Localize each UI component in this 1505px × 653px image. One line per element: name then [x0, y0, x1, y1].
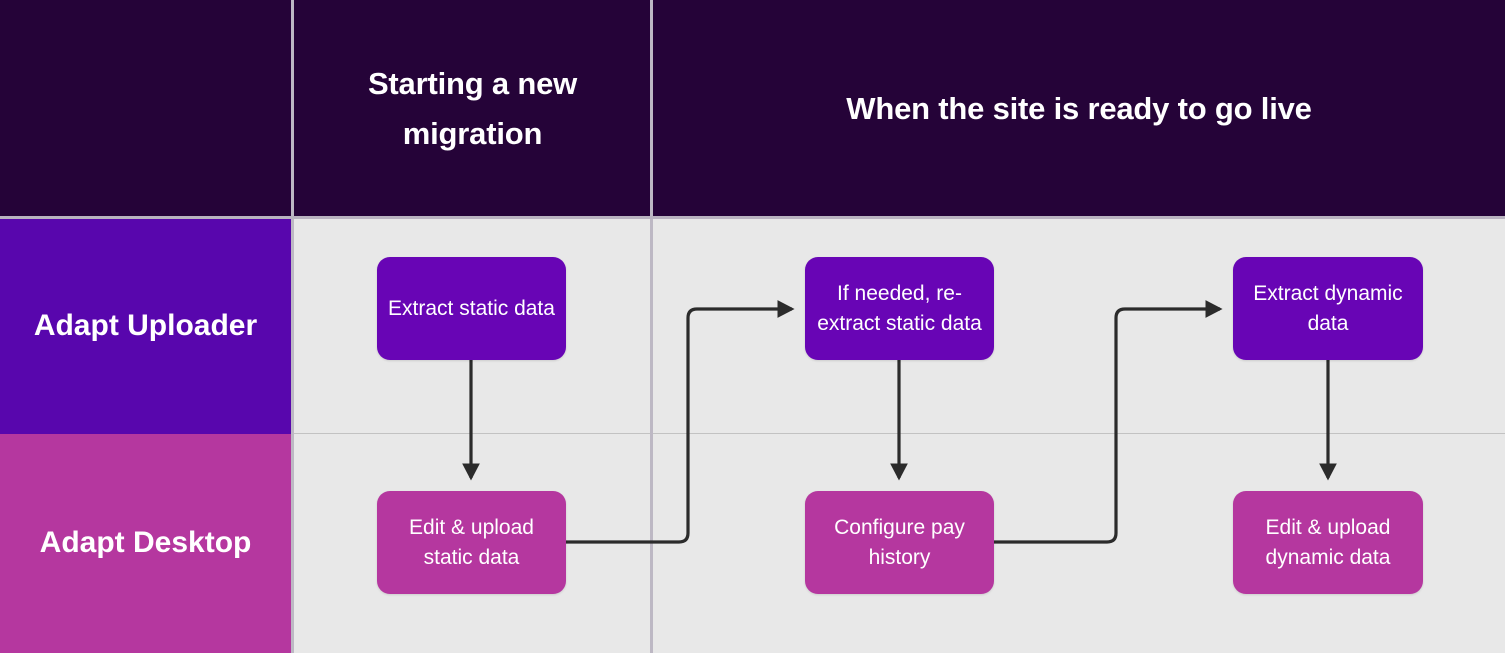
- node-edit-upload-static-data[interactable]: Edit & upload static data: [377, 491, 566, 594]
- gridline-row-divider: [291, 433, 1505, 434]
- row-header-adapt-uploader: Adapt Uploader: [33, 308, 258, 342]
- header-cell-column-1: [291, 0, 652, 218]
- node-edit-upload-dynamic-data[interactable]: Edit & upload dynamic data: [1233, 491, 1423, 594]
- node-configure-pay-history[interactable]: Configure pay history: [805, 491, 994, 594]
- column-header-starting-new-migration: Starting a new migration: [367, 66, 578, 151]
- gridline-column-divider-2: [650, 0, 653, 653]
- row-header-cell-adapt-desktop: [0, 434, 291, 653]
- gridline-header-divider: [0, 216, 1505, 219]
- node-re-extract-static-data[interactable]: If needed, re-extract static data: [805, 257, 994, 360]
- column-header-site-ready-go-live: When the site is ready to go live: [846, 91, 1312, 127]
- gridline-column-divider-1: [291, 0, 294, 653]
- node-extract-dynamic-data[interactable]: Extract dynamic data: [1233, 257, 1423, 360]
- header-cell-column-2: [652, 0, 1505, 218]
- row-header-adapt-desktop: Adapt Desktop: [39, 526, 252, 560]
- header-corner-cell: [0, 0, 291, 218]
- row-header-cell-adapt-uploader: [0, 218, 291, 434]
- node-extract-static-data[interactable]: Extract static data: [377, 257, 566, 360]
